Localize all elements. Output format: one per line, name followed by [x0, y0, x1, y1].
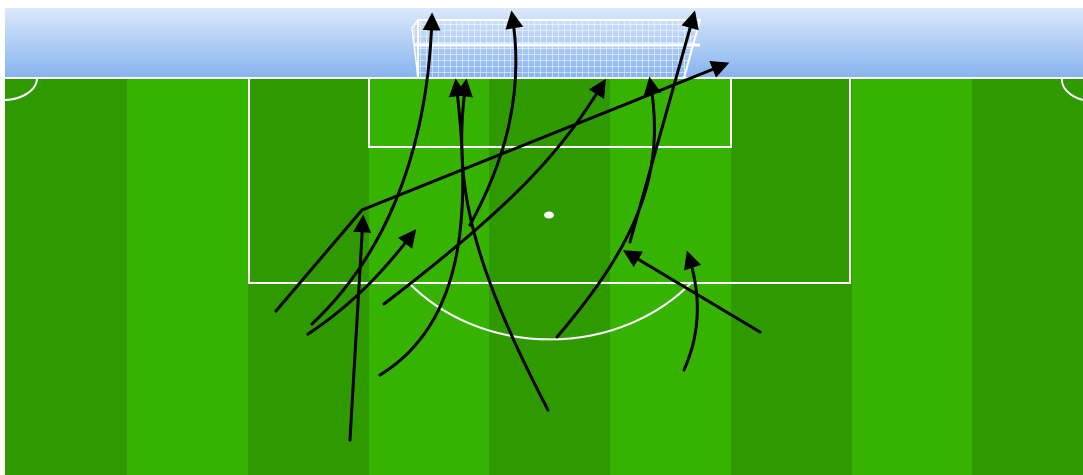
grass-stripe	[852, 78, 972, 475]
grass-stripe	[127, 78, 248, 475]
grass-stripe	[610, 78, 731, 475]
grass-stripe	[972, 78, 1083, 475]
goal-net-icon	[412, 20, 700, 78]
grass-stripe	[5, 78, 127, 475]
grass-stripe	[731, 78, 852, 475]
penalty-spot-icon	[544, 212, 554, 219]
grass-stripe	[369, 78, 489, 475]
